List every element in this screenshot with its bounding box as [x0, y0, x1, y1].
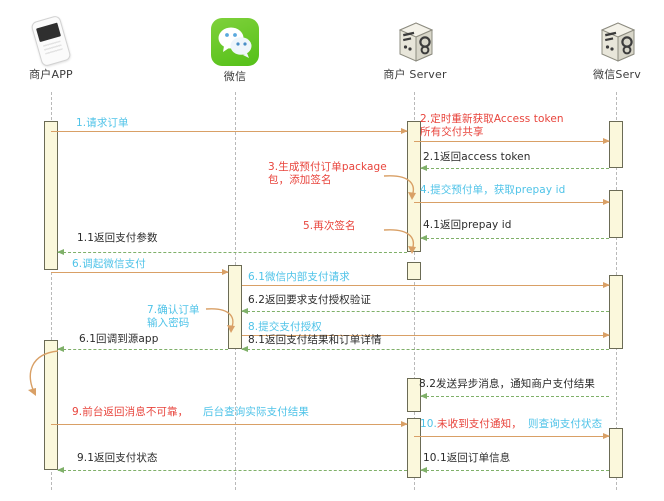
lifeline-merchant-app — [51, 92, 52, 490]
message-label-7-line2: 输入密码 — [147, 317, 190, 329]
self-loop-7-confirm-order — [204, 306, 244, 340]
message-label-10-prefix: 10. — [420, 418, 437, 430]
arrow-head-left — [57, 345, 64, 352]
message-label-8-1: 8.1返回支付结果和订单详情 — [248, 334, 382, 346]
activation-wechat-server-2 — [609, 190, 623, 238]
message-line — [414, 141, 609, 142]
message-line — [421, 238, 609, 239]
message-line — [421, 168, 609, 169]
lifeline-merchant-server — [414, 92, 415, 490]
message-label-9-part2: 后台查询实际支付结果 — [203, 406, 309, 418]
self-loop-9-app-wait — [22, 348, 60, 402]
arrow-head-right — [222, 268, 229, 275]
message-label-1: 1.请求订单 — [76, 117, 129, 129]
actor-merchant-server: 商户 Server — [370, 18, 460, 82]
activation-wechat-server-4 — [609, 428, 623, 478]
arrow-head-right — [401, 127, 408, 134]
activation-wechat-server-3 — [609, 275, 623, 349]
message-label-6-1: 6.1微信内部支付请求 — [248, 271, 350, 283]
message-line — [242, 335, 609, 336]
actor-label-merchant-app: 商户APP — [29, 68, 73, 81]
arrow-head-left — [57, 248, 64, 255]
self-loop-3-generate-prepay-package — [382, 172, 424, 208]
arrow-head-right — [603, 198, 610, 205]
arrow-head-right — [603, 137, 610, 144]
message-label-2-note: 所有交付共享 — [420, 126, 484, 138]
activation-merchant-server-4 — [407, 418, 421, 478]
arrow-head-right — [401, 420, 408, 427]
message-label-3-line1: 3.生成预付订单package — [268, 161, 387, 173]
message-line — [51, 424, 407, 425]
actor-wechat: 微信 — [195, 18, 275, 84]
self-loop-5-sign-again — [382, 226, 424, 262]
message-label-8: 8.提交支付授权 — [248, 321, 322, 333]
message-label-4: 4.提交预付单，获取prepay id — [420, 184, 566, 196]
message-line — [58, 252, 407, 253]
message-line — [421, 396, 609, 397]
arrow-head-left — [420, 466, 427, 473]
actor-label-wechat-server: 微信Serv — [593, 68, 641, 81]
arrow-head-left — [241, 307, 248, 314]
activation-wechat-server-1 — [609, 121, 623, 168]
message-label-9-1: 9.1返回支付状态 — [77, 452, 158, 464]
message-label-6-2: 6.2返回要求支付授权验证 — [248, 294, 371, 306]
activation-merchant-server-1 — [407, 121, 421, 252]
message-label-9-part1: 9.前台返回消息不可靠， — [72, 406, 189, 418]
message-line — [242, 311, 609, 312]
smartphone-icon — [11, 14, 91, 68]
message-label-4-1: 4.1返回prepay id — [423, 219, 512, 231]
message-line — [414, 202, 609, 203]
message-line — [421, 470, 609, 471]
wechat-logo-icon — [195, 18, 275, 66]
message-label-7-line1: 7.确认订单 — [147, 304, 200, 316]
server-icon — [370, 18, 460, 64]
message-label-5: 5.再次签名 — [303, 220, 356, 232]
message-line — [58, 349, 228, 350]
activation-merchant-app-2 — [44, 340, 58, 470]
arrow-head-left — [420, 392, 427, 399]
message-label-3-line2: 包，添加签名 — [268, 174, 332, 186]
message-line — [242, 285, 609, 286]
message-label-2-1: 2.1返回access token — [423, 151, 531, 163]
message-line — [58, 470, 407, 471]
message-line — [242, 349, 609, 350]
arrow-head-left — [420, 164, 427, 171]
activation-merchant-app-1 — [44, 121, 58, 270]
message-line — [51, 272, 228, 273]
message-label-1-1: 1.1返回支付参数 — [77, 232, 158, 244]
message-label-6-1b: 6.1回调到源app — [79, 333, 159, 345]
message-label-10-1: 10.1返回订单信息 — [423, 452, 511, 464]
arrow-head-right — [603, 281, 610, 288]
actor-wechat-server: 微信Serv — [572, 18, 662, 82]
activation-merchant-server-2 — [407, 262, 421, 280]
arrow-head-left — [241, 345, 248, 352]
message-label-10-part2: 则查询支付状态 — [528, 418, 603, 430]
actor-merchant-app: 商户APP — [11, 14, 91, 82]
arrow-head-right — [603, 432, 610, 439]
message-line — [51, 131, 407, 132]
server-icon — [572, 18, 662, 64]
message-label-10-part1: 未收到支付通知， — [437, 418, 522, 430]
arrow-head-right — [603, 331, 610, 338]
arrow-head-left — [420, 234, 427, 241]
actor-label-wechat: 微信 — [223, 70, 247, 83]
message-label-6: 6.调起微信支付 — [72, 258, 146, 270]
message-label-8-2: 8.2发送异步消息，通知商户支付结果 — [419, 378, 595, 390]
message-label-2: 2.定时重新获取Access token — [420, 113, 564, 125]
message-line — [414, 436, 609, 437]
actor-label-merchant-server: 商户 Server — [383, 68, 447, 81]
arrow-head-left — [57, 466, 64, 473]
